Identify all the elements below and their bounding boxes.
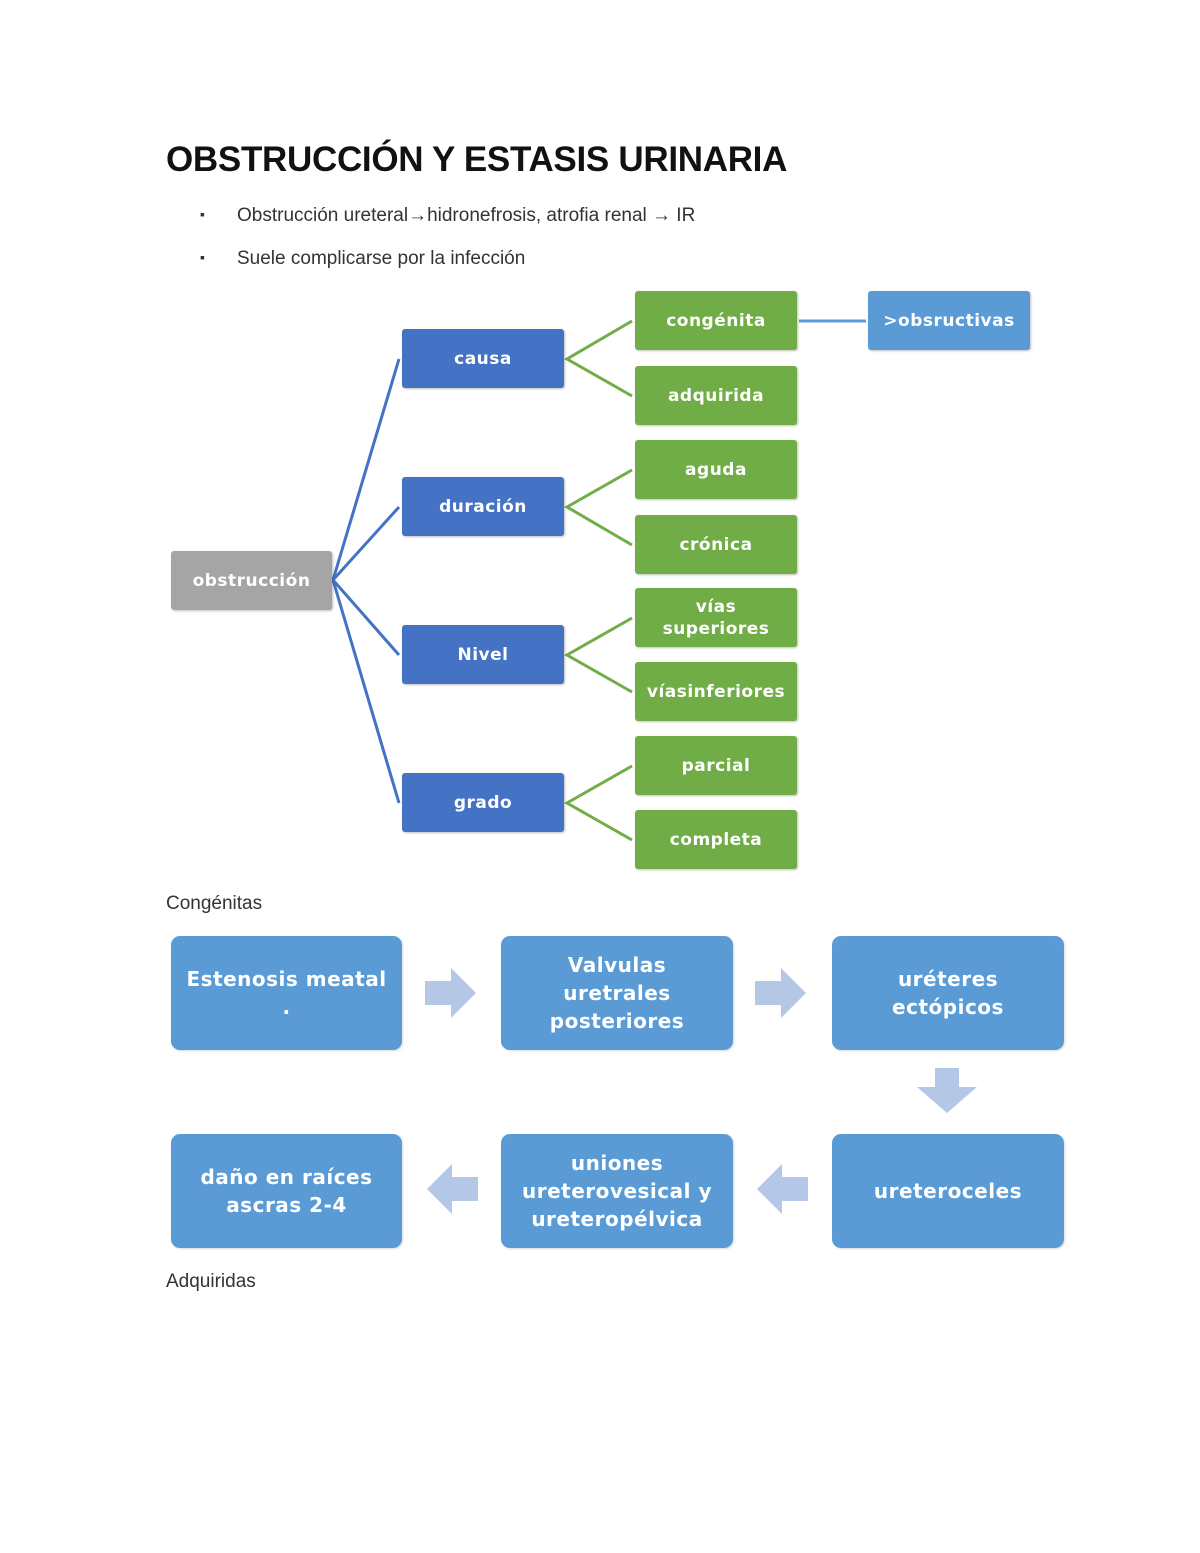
flow-step-4: ureteroceles <box>832 1134 1064 1248</box>
connector-nivel-leaves <box>563 616 633 694</box>
tree-leaf-cronica: crónica <box>635 515 797 574</box>
tree-leaf-vias-superiores: vías superiores <box>635 588 797 647</box>
flow-step-1: Estenosis meatal . <box>171 936 402 1050</box>
tree-leaf-aguda: aguda <box>635 440 797 499</box>
section-label-adquiridas: Adquiridas <box>166 1271 256 1292</box>
arrow-left-icon <box>757 1164 808 1214</box>
bullet-text: Obstrucción ureteral→hidronefrosis, atro… <box>237 205 696 226</box>
connector-grado-leaves <box>563 764 633 842</box>
arrow-left-icon <box>427 1164 478 1214</box>
tree-leaf-vias-inferiores: víasinferiores <box>635 662 797 721</box>
tree-leaf-adquirida: adquirida <box>635 366 797 425</box>
bullet-text: Suele complicarse por la infección <box>237 248 526 269</box>
flow-step-6: daño en raíces ascras 2-4 <box>171 1134 402 1248</box>
arrow-right-icon <box>755 968 806 1018</box>
tree-extra-box: >obsructivas <box>868 291 1030 350</box>
connector-duracion-leaves <box>563 468 633 547</box>
flow-step-3: uréteres ectópicos <box>832 936 1064 1050</box>
tree-leaf-parcial: parcial <box>635 736 797 795</box>
tree-leaf-congenita: congénita <box>635 291 797 350</box>
tree-branch-causa: causa <box>402 329 564 388</box>
page-title: OBSTRUCCIÓN Y ESTASIS URINARIA <box>166 140 788 179</box>
flow-step-2: Valvulas uretrales posteriores <box>501 936 733 1050</box>
connector-root-grado <box>331 579 401 804</box>
bullet-mark: ▪ <box>200 206 205 222</box>
tree-branch-duracion: duración <box>402 477 564 536</box>
tree-leaf-completa: completa <box>635 810 797 869</box>
tree-branch-grado: grado <box>402 773 564 832</box>
tree-branch-nivel: Nivel <box>402 625 564 684</box>
section-label-congenitas: Congénitas <box>166 893 263 914</box>
bullet-item: ▪ Suele complicarse por la infección <box>200 248 525 270</box>
connector-root-nivel <box>331 579 401 656</box>
bullet-mark: ▪ <box>200 249 205 265</box>
flow-step-5: uniones ureterovesical y ureteropélvica <box>501 1134 733 1248</box>
bullet-item: ▪ Obstrucción ureteral→hidronefrosis, atr… <box>200 205 695 227</box>
connector-root-causa <box>331 358 401 581</box>
arrow-right-icon <box>425 968 476 1018</box>
arrow-down-icon <box>917 1068 977 1113</box>
tree-root-box: obstrucción <box>171 551 332 610</box>
connector-root-duracion <box>331 505 401 582</box>
connector-causa-leaves <box>563 319 633 398</box>
